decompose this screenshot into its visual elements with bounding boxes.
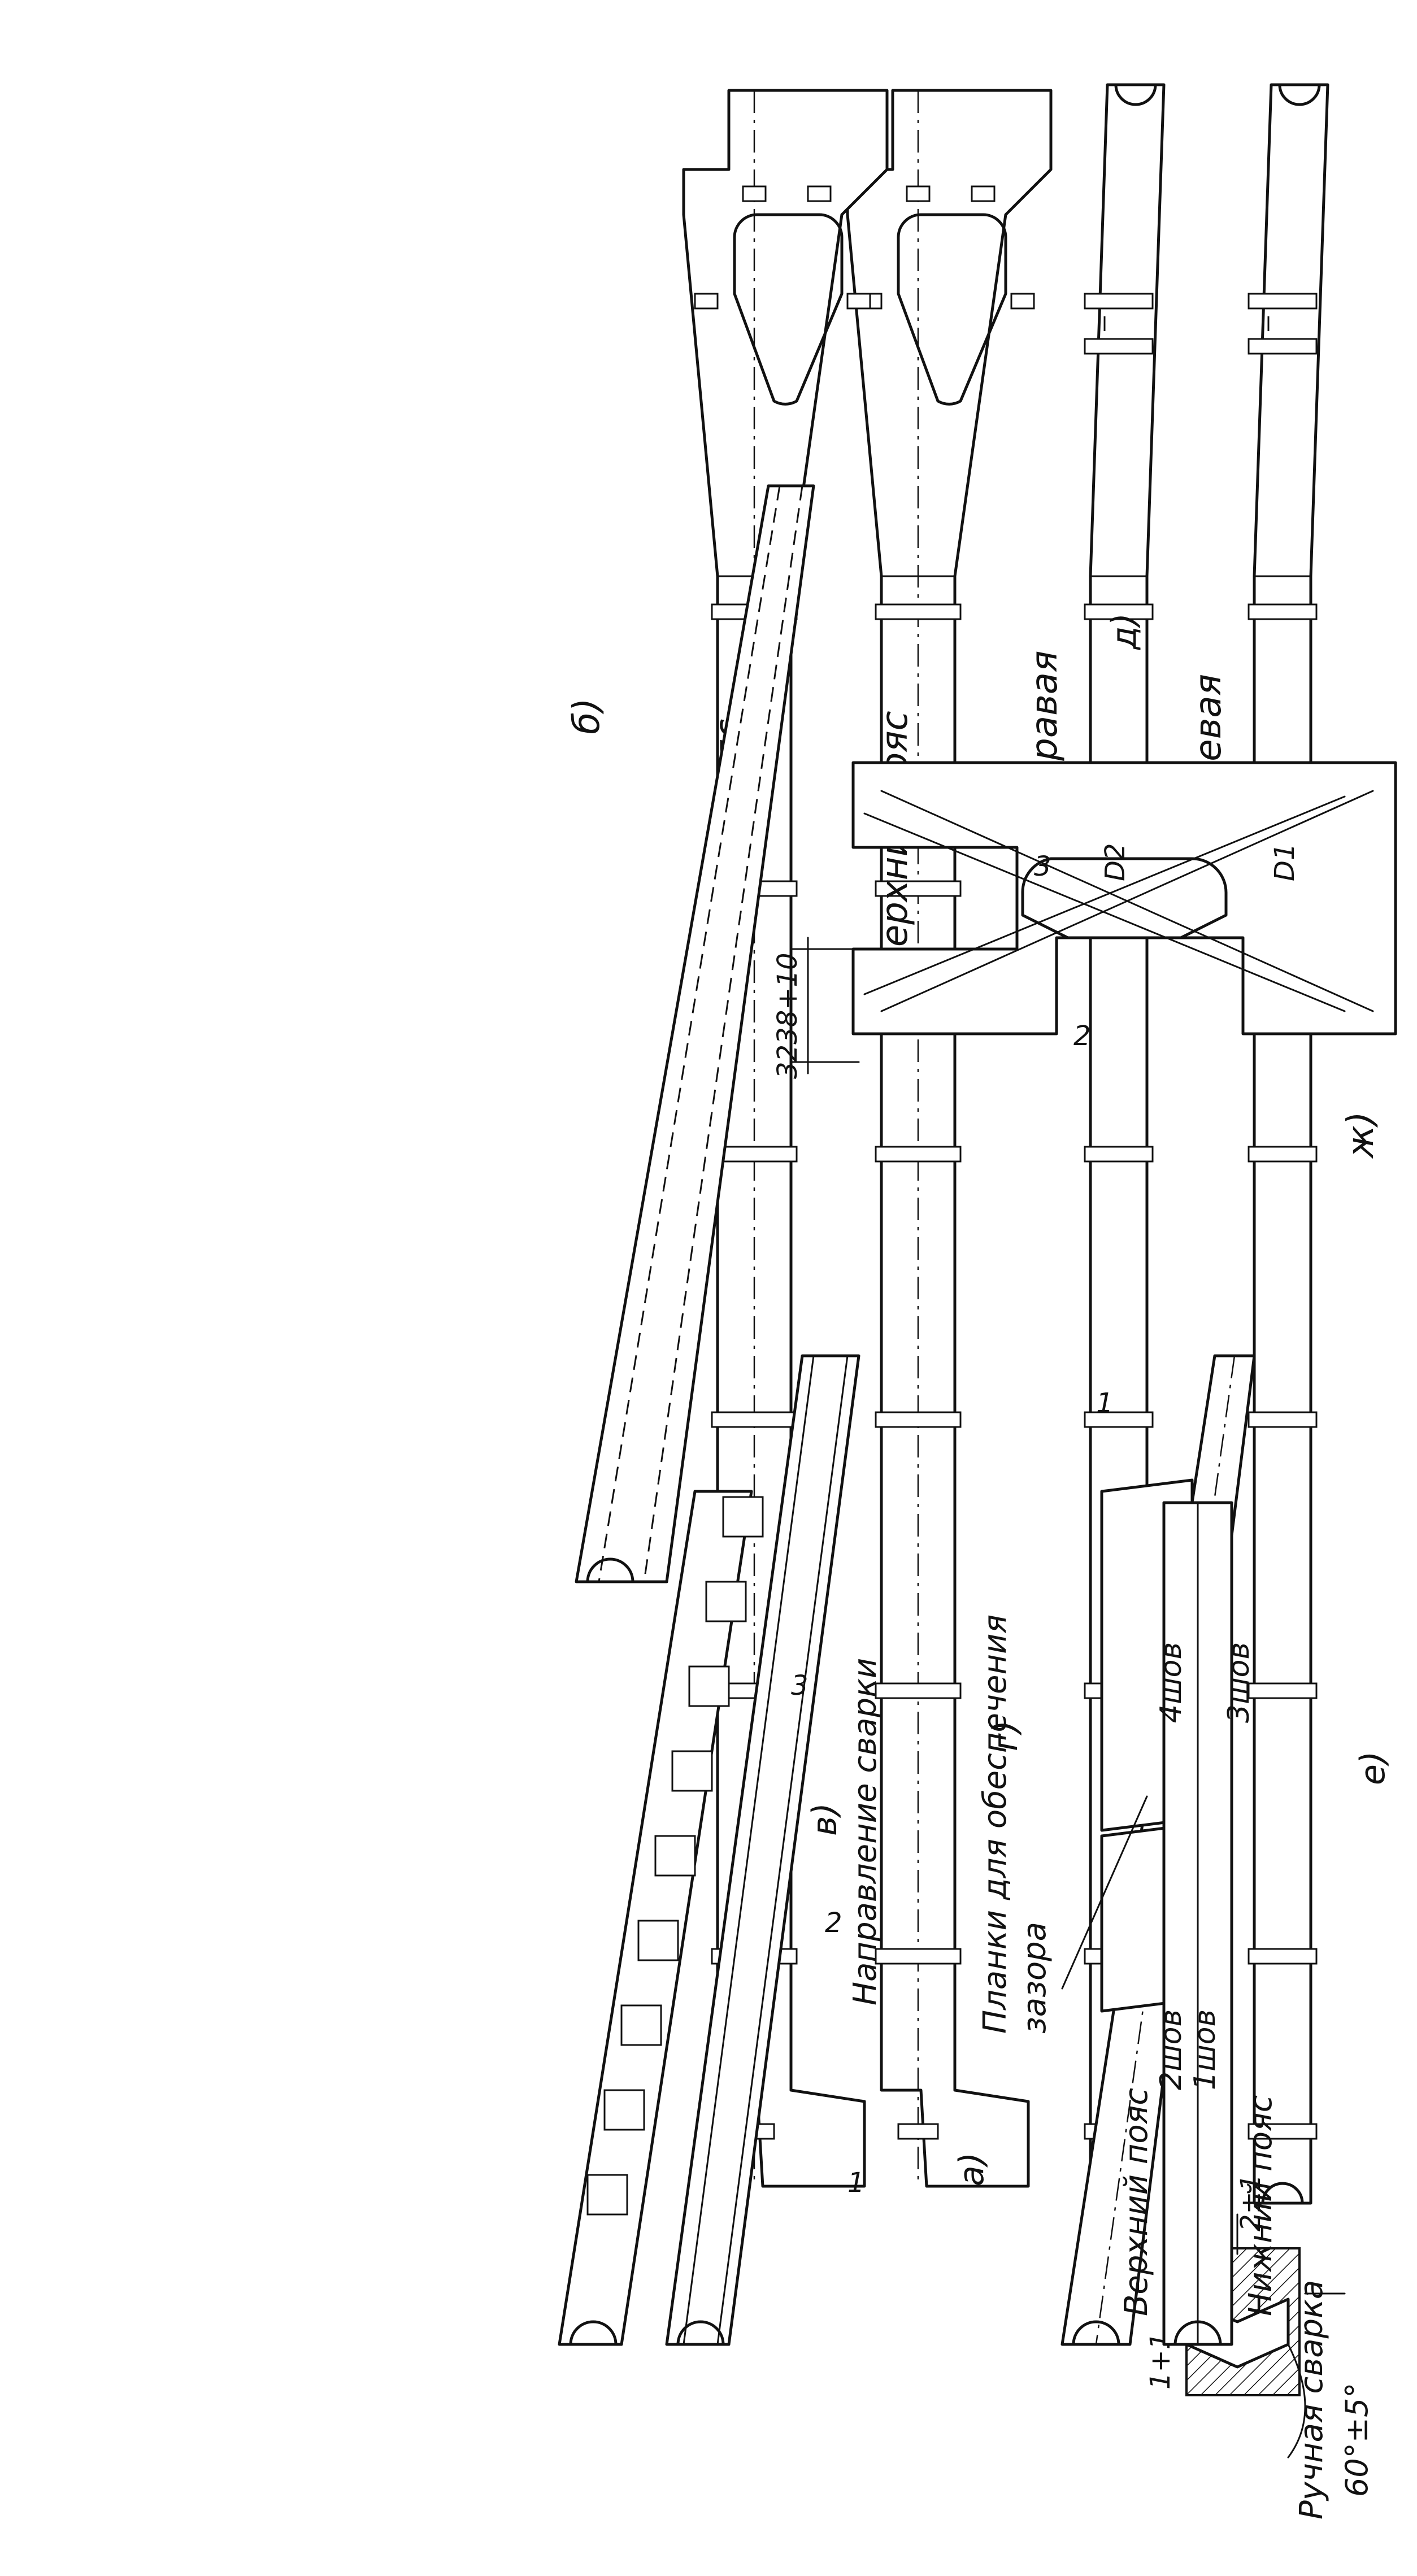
callout-3-g: 3 — [791, 1670, 809, 1702]
end-check-detail: 3238+10 D1 D2 — [772, 761, 1397, 1079]
note-gap-plates-line2: зазора — [1016, 1922, 1053, 2034]
flat-layout-top-chord — [846, 89, 1053, 2188]
diaphragm-frame-assembly — [558, 1490, 764, 2346]
seam-sequence-diagram — [1162, 1501, 1233, 2346]
weld-gap-label: 2±1 — [1235, 2174, 1267, 2231]
callout-1-d: 1 — [1096, 1387, 1114, 1419]
seam-4-label: 4шов — [1154, 1642, 1188, 1723]
sublabel-v: в) — [805, 1803, 845, 1836]
seam-3-label: 3шов — [1222, 1642, 1256, 1723]
sublabel-g: г) — [986, 1720, 1025, 1751]
flat-layout-wall-left — [1248, 83, 1329, 2205]
sublabel-e: е) — [1353, 1751, 1393, 1785]
sublabel-a: а) — [952, 2152, 992, 2186]
sublabel-d: д) — [1105, 613, 1144, 650]
label-manual-welding: Ручная сварка — [1293, 2280, 1330, 2520]
seam-1-label: 1шов — [1188, 2009, 1222, 2090]
dimension-label: 3238+10 — [772, 953, 803, 1079]
weld-bevel-label: 60°±5° — [1339, 2383, 1375, 2497]
diagonal-label-d2: D2 — [1099, 843, 1131, 882]
callout-1-g: 1 — [847, 2167, 865, 2199]
callout-2-g: 2 — [825, 1907, 842, 1939]
diagonal-label-d1: D1 — [1269, 843, 1301, 882]
sublabel-b: б) — [566, 698, 608, 734]
seam-2-label: 2шов — [1154, 2009, 1188, 2090]
sublabel-zh: ж) — [1340, 1111, 1382, 1159]
label-bottom-chord-e: Нижний пояс — [1242, 2095, 1279, 2316]
box-girder-assembly — [575, 484, 815, 1583]
note-gap-plates-line1: Планки для обеспечения — [977, 1615, 1014, 2034]
callout-2-d: 2 — [1073, 1020, 1091, 1052]
label-top-chord-e: Верхний пояс — [1118, 2088, 1155, 2316]
callout-3-d: 3 — [1034, 851, 1051, 882]
welding-direction-view — [665, 1354, 860, 2346]
clamp-row-top-chord — [858, 185, 1035, 2140]
label-welding-direction: Направление сварки — [847, 1658, 884, 2005]
